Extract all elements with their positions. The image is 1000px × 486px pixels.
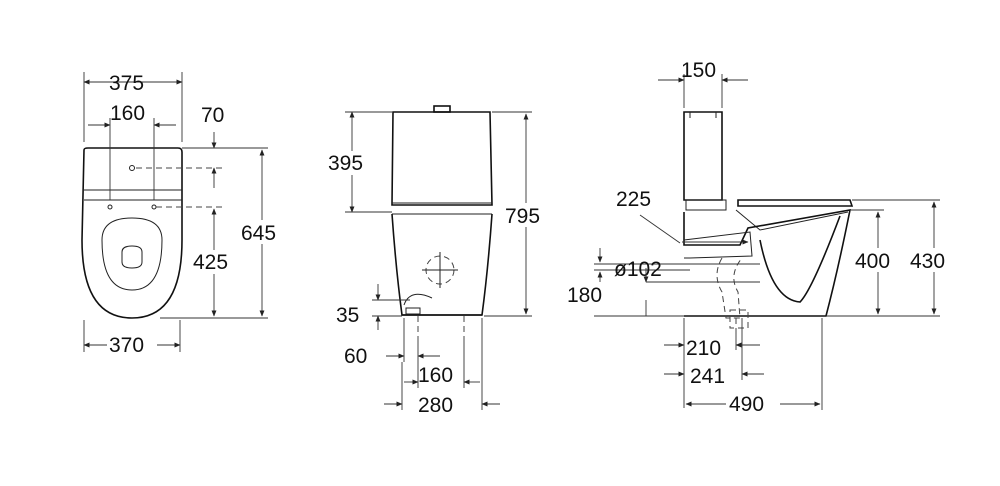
top-width-label: 375 [109, 72, 144, 95]
side-outlet-241-label: 241 [690, 365, 725, 388]
top-bowl-width-label: 370 [109, 334, 144, 357]
side-seat-height-label: 430 [910, 250, 945, 273]
top-view-seat [101, 217, 163, 291]
side-outlet-diameter-label: ø102 [614, 258, 662, 281]
side-cistern-depth-label: 150 [681, 59, 716, 82]
side-pan [683, 209, 852, 317]
front-view: 395 795 35 60 160 280 [326, 105, 554, 417]
side-pan-connector-label: 225 [616, 188, 651, 211]
side-view: 150 225 ø102 180 400 430 210 [567, 59, 960, 416]
top-view: 375 160 70 645 425 370 [81, 72, 288, 358]
top-rear-offset-label: 70 [201, 104, 224, 127]
front-overall-height-label: 795 [505, 205, 540, 228]
front-base-width-label: 280 [418, 394, 453, 417]
side-outlet-height-label: 180 [567, 284, 602, 307]
front-cistern-height-label: 395 [328, 152, 363, 175]
side-overall-depth-label: 490 [729, 393, 764, 416]
top-hole-spacing-label: 160 [110, 102, 145, 125]
front-inlet-height-label: 35 [336, 304, 359, 327]
front-inlet-offset-label: 60 [344, 345, 367, 368]
top-view-outline [81, 147, 183, 319]
side-outlet-210-label: 210 [686, 337, 721, 360]
side-seat [737, 199, 854, 207]
top-depth-label: 645 [241, 222, 276, 245]
front-fixing-spacing-label: 160 [418, 364, 453, 387]
side-cistern [683, 111, 723, 201]
front-cistern [391, 111, 493, 206]
top-fixing-depth-label: 425 [193, 251, 228, 274]
side-rim-height-label: 400 [855, 250, 890, 273]
